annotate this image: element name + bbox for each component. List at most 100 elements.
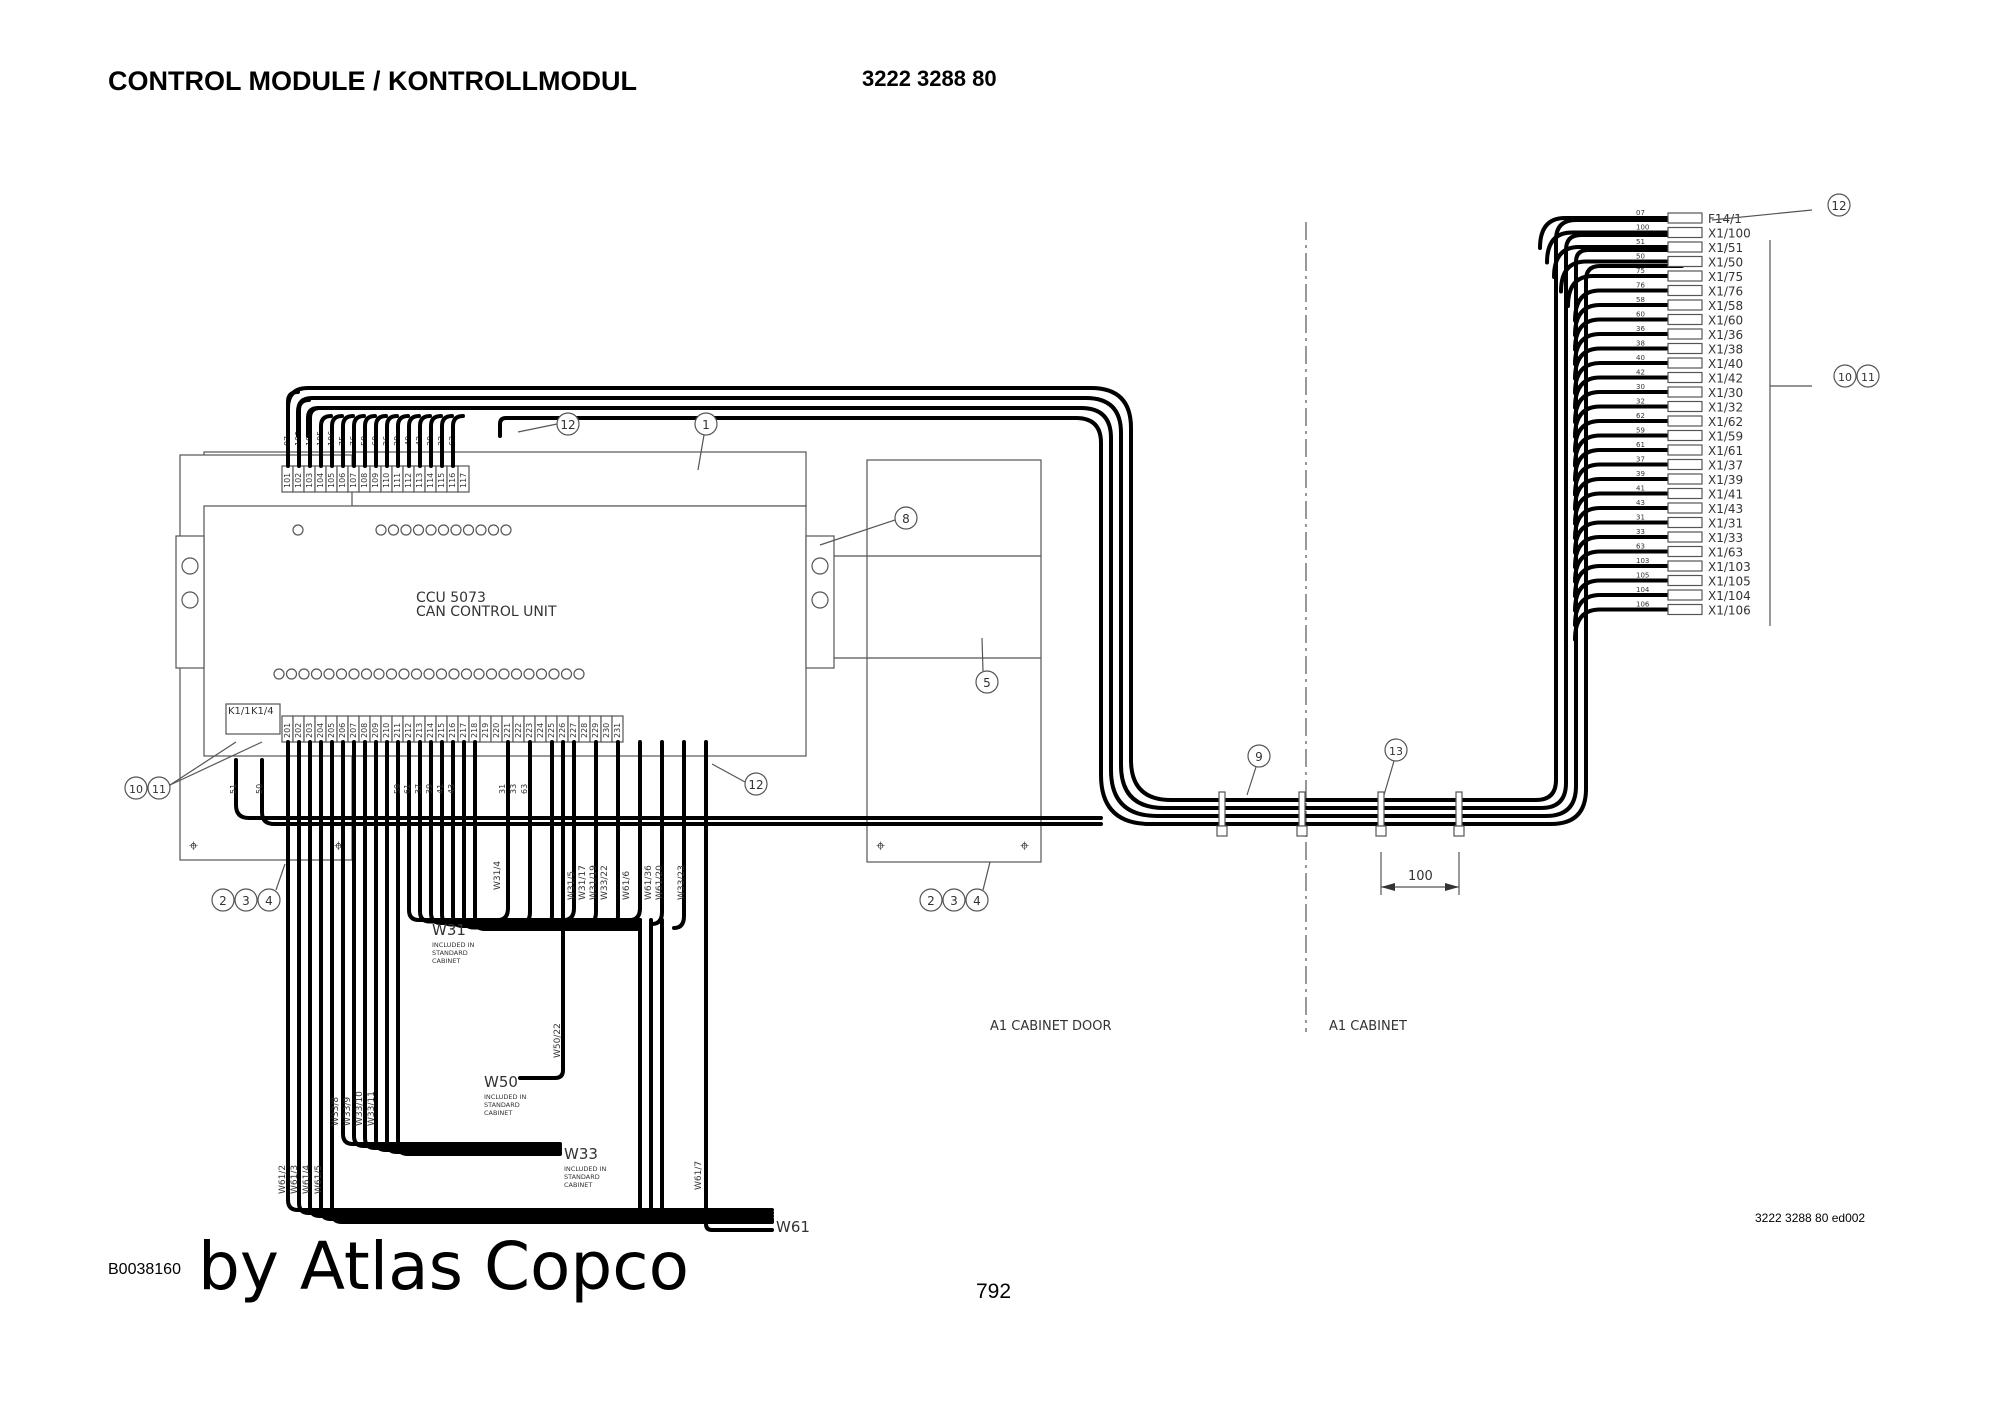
wire (1552, 245, 1670, 279)
wire (429, 740, 642, 925)
terminal-slot (1667, 502, 1703, 514)
cable-bundle-bottom (260, 758, 1103, 826)
harness-wire-label: W33/22 (600, 865, 610, 900)
wire (1573, 593, 1670, 627)
wire (374, 414, 388, 468)
wire-number: 106 (1636, 601, 1650, 609)
wire (562, 740, 576, 922)
fan-in-wires (1538, 216, 1670, 642)
led-indicator (500, 524, 512, 536)
wire (1573, 549, 1670, 584)
terminal-label: X1/75 (1708, 270, 1743, 284)
wire (407, 740, 642, 922)
led-indicator (398, 668, 410, 680)
balloon-leader (1711, 209, 1813, 221)
harness-note: STANDARD (484, 1101, 520, 1109)
dimension-arrow-icon (1445, 883, 1459, 891)
cable-clip (1216, 791, 1228, 837)
terminal-number: 112 (404, 473, 413, 488)
led-indicator (475, 524, 487, 536)
wire-number: 63 (1636, 543, 1645, 551)
mount-bracket-left (175, 535, 205, 669)
wire (440, 740, 642, 927)
dimension-arrow-icon (1381, 883, 1395, 891)
balloon-12: 12 (744, 772, 768, 796)
terminal-slot (1667, 415, 1703, 427)
terminal-number: 201 (283, 723, 292, 738)
wire (1573, 419, 1670, 453)
led-indicator (473, 668, 485, 680)
wire (319, 414, 333, 468)
svg-text:10: 10 (129, 783, 143, 796)
harness-wire-label: W33/8 (331, 1097, 341, 1126)
terminal-label: X1/60 (1708, 314, 1743, 328)
terminal-label: X1/63 (1708, 546, 1743, 560)
wire (418, 740, 642, 924)
wire-number: 38 (1636, 340, 1645, 348)
wire-number: 40 (1636, 354, 1645, 362)
svg-text:12: 12 (1831, 199, 1846, 213)
terminal-label: X1/41 (1708, 488, 1743, 502)
terminal-number: 218 (470, 723, 479, 738)
wire (1573, 404, 1670, 439)
cable-bundle-top (498, 264, 1684, 826)
led-indicator (448, 668, 460, 680)
terminal-label: X1/40 (1708, 357, 1743, 371)
control-unit-body (203, 505, 807, 757)
cable-clip (1296, 791, 1308, 837)
wire (1573, 390, 1670, 424)
harness-wire-label: W61/20 (655, 865, 665, 900)
terminal-slot (1667, 313, 1703, 326)
harness-label-w61: W61 (776, 1218, 810, 1236)
wire-number: 61 (403, 784, 412, 794)
wire (297, 398, 311, 468)
terminal-number: 229 (591, 723, 600, 738)
terminal-label: X1/42 (1708, 372, 1743, 386)
harness-note: INCLUDED IN (432, 941, 474, 949)
harness-wire-label: W33/23 (677, 865, 687, 900)
terminal-label: X1/105 (1708, 575, 1751, 589)
wire-number: 59 (1636, 427, 1645, 435)
wire (704, 740, 774, 1232)
harness-wire-label: W61/7 (694, 1161, 704, 1190)
led-indicator (273, 668, 285, 680)
harness-note: CABINET (432, 957, 460, 965)
balloon-8: 8 (894, 506, 918, 530)
wire-number: 07 (1636, 209, 1645, 217)
terminal-slot (1667, 589, 1703, 601)
wire (1573, 303, 1670, 337)
led-indicator (435, 668, 448, 680)
terminal-slot (1667, 429, 1703, 442)
wire (628, 740, 642, 922)
balloon-4: 4 (965, 888, 989, 912)
led-indicator (375, 524, 387, 536)
balloon-10: 10 (1833, 364, 1857, 388)
balloon-10: 10 (124, 776, 148, 800)
led-indicator (348, 668, 360, 680)
led-indicator (548, 668, 560, 680)
wire-number: 37 (1636, 456, 1645, 464)
terminal-number: 215 (437, 723, 446, 738)
wire (672, 740, 686, 930)
terminal-number: 205 (327, 723, 336, 738)
wire-number: 63 (520, 784, 529, 794)
screw-icon (811, 557, 829, 575)
balloon-11: 11 (147, 776, 171, 800)
wire (297, 740, 774, 1215)
balloon-3: 3 (234, 888, 258, 912)
led-indicator (385, 668, 398, 680)
wire (462, 740, 642, 930)
led-indicator (450, 524, 462, 536)
harness-wire-label: W31/17 (578, 865, 588, 900)
led-indicator (462, 524, 475, 536)
svg-text:8: 8 (902, 512, 910, 526)
led-indicator (535, 668, 548, 680)
terminal-slot (1667, 226, 1703, 239)
led-indicator (310, 668, 323, 680)
terminal-number: 207 (349, 723, 358, 738)
wire (473, 740, 642, 931)
mount-hole-icon: ⌖ (334, 836, 343, 855)
terminal-number: 210 (382, 723, 391, 738)
harness-wire-label: W61/5 (314, 1165, 324, 1194)
